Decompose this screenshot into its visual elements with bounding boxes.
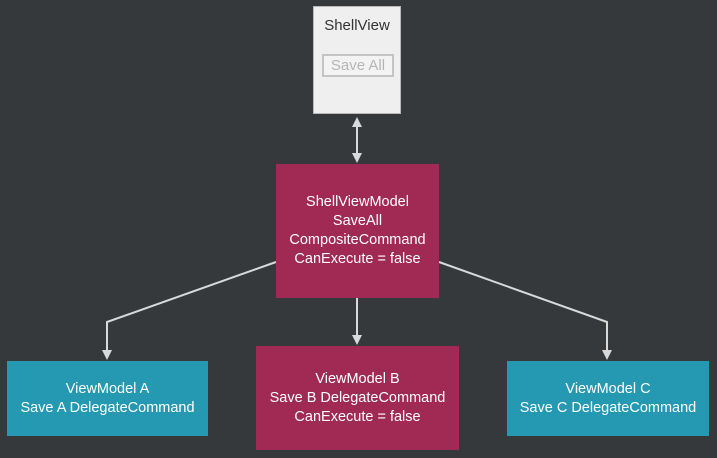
shell-view-model-command-type: CompositeCommand [289, 232, 426, 248]
shell-view-window: ShellView Save All [313, 6, 401, 114]
view-model-a-node: ViewModel A Save A DelegateCommand [7, 361, 208, 436]
view-model-a-name: ViewModel A [65, 380, 150, 397]
view-model-b-node: ViewModel B Save B DelegateCommand CanEx… [256, 346, 459, 450]
view-model-a-command: Save A DelegateCommand [20, 399, 195, 416]
connector-shellviewmodel-viewmodel-c [438, 261, 612, 360]
shell-view-model-can-execute: CanExecute = false [294, 251, 421, 267]
view-model-c-command: Save C DelegateCommand [519, 399, 697, 416]
view-model-b-name: ViewModel B [315, 370, 400, 387]
shell-view-model-command: SaveAll [332, 213, 383, 229]
view-model-c-node: ViewModel C Save C DelegateCommand [507, 361, 709, 436]
shell-view-title: ShellView [324, 17, 390, 34]
connector-shellviewmodel-viewmodel-a [102, 261, 277, 360]
view-model-b-can-execute: CanExecute = false [294, 408, 421, 425]
shell-view-model-node: ShellViewModel SaveAll CompositeCommand … [276, 164, 439, 298]
save-all-button[interactable]: Save All [322, 54, 394, 77]
shell-view-model-name: ShellViewModel [306, 194, 409, 210]
view-model-c-name: ViewModel C [565, 380, 651, 397]
view-model-b-command: Save B DelegateCommand [269, 389, 446, 406]
